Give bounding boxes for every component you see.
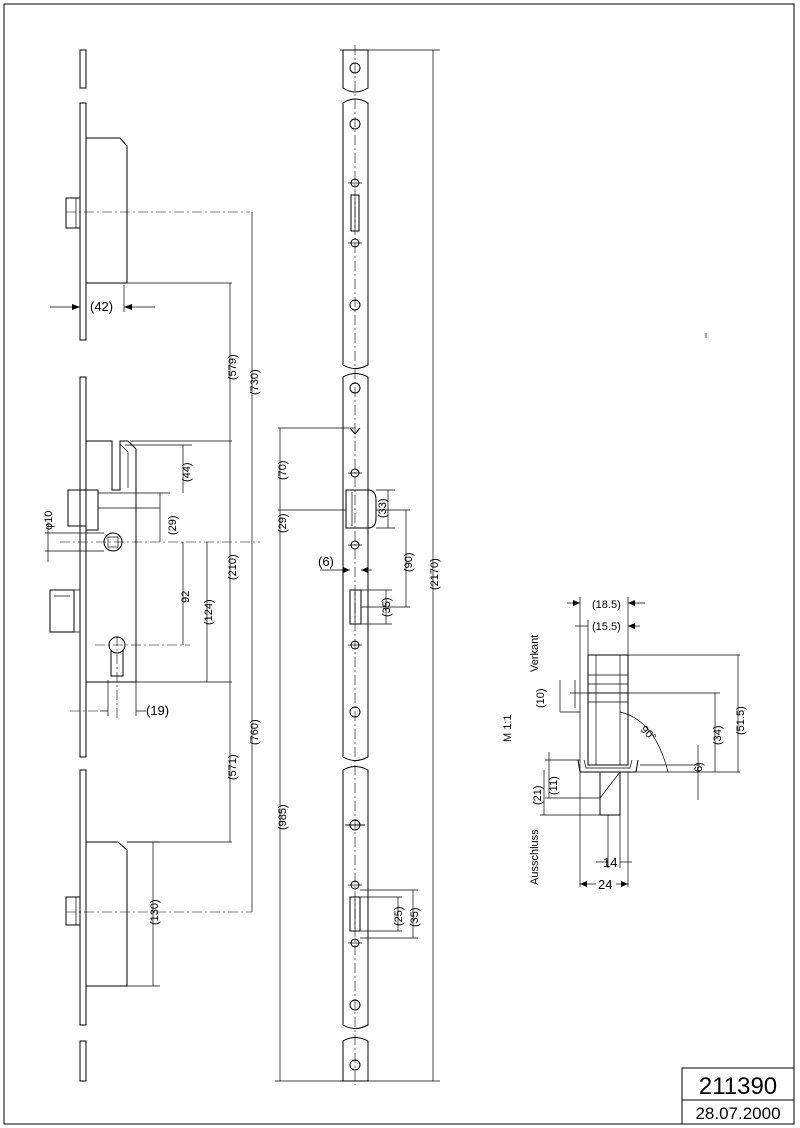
- dim-33: (33): [377, 498, 389, 518]
- dim-2170: (2170): [429, 558, 441, 590]
- dim-15-5: (15.5): [592, 621, 621, 633]
- dim-29b: (29): [277, 513, 289, 533]
- lock-side-view: (42) (19): [45, 49, 260, 1082]
- dim-124: (124): [203, 599, 215, 625]
- dim-34: (34): [712, 725, 724, 745]
- dim-92: 92: [180, 591, 192, 603]
- dim-10: (10): [535, 688, 547, 708]
- title-block: 211390 28.07.2000: [681, 1067, 795, 1125]
- dim-571: (571): [227, 754, 239, 780]
- drawing-date: 28.07.2000: [695, 1104, 780, 1123]
- dim-29a: (29): [167, 515, 179, 535]
- dim-24: 24: [598, 877, 612, 892]
- left-dimension-chains: (44) (29) φ10 92 (124) (210) (579) (571)…: [43, 212, 261, 986]
- dim-11: (11): [548, 776, 560, 795]
- dim-25: (25): [393, 906, 405, 926]
- dim-90-deg: 90°: [638, 724, 658, 744]
- dim-6b: 6): [693, 762, 705, 772]
- dim-210: (210): [227, 554, 239, 580]
- dim-579: (579): [227, 354, 239, 380]
- middle-dimension-chains: (2170) (70) (29) (985) (33) (90) (35) (6…: [275, 49, 441, 1082]
- scale-label: M 1:1: [502, 714, 514, 742]
- profile-section-view: (18.5) (15.5) 90° (51.5): [502, 333, 747, 892]
- label-ausschluss: Ausschluss: [529, 829, 541, 885]
- dim-42: (42): [90, 299, 113, 314]
- dim-35a: (35): [381, 597, 393, 617]
- dim-35b: (35): [409, 907, 421, 927]
- faceplate-front-view: [342, 45, 377, 1085]
- dim-70: (70): [277, 460, 289, 480]
- drawing-frame: [3, 3, 795, 1125]
- dim-90: (90): [403, 552, 415, 572]
- dim-51-5: (51.5): [735, 706, 747, 735]
- dim-19: (19): [146, 703, 169, 718]
- dim-14: 14: [603, 855, 617, 870]
- dim-130: (130): [149, 899, 161, 925]
- dim-21: (21): [532, 785, 544, 805]
- dim-760: (760): [249, 719, 261, 745]
- dim-6a: (6): [318, 554, 334, 569]
- dim-18-5: (18.5): [592, 599, 621, 611]
- label-verkant: Verkant: [529, 635, 541, 672]
- dim-44: (44): [181, 462, 193, 482]
- drawing-number: 211390: [699, 1073, 777, 1100]
- dim-phi10: φ10: [43, 511, 55, 530]
- dim-730: (730): [249, 369, 261, 395]
- dim-985: (985): [277, 804, 289, 830]
